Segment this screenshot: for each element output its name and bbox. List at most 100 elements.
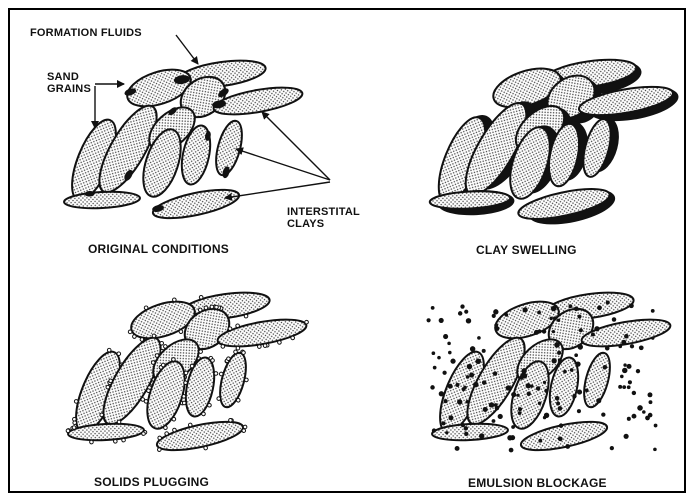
- solid-particle: [144, 306, 149, 311]
- solid-particle: [165, 431, 169, 435]
- solid-particle: [277, 340, 281, 344]
- solid-particle: [183, 381, 187, 385]
- solid-particle: [219, 372, 223, 376]
- emulsion-droplet: [494, 323, 498, 327]
- emulsion-droplet: [575, 361, 580, 366]
- emulsion-droplet: [618, 385, 622, 389]
- solid-particle: [236, 346, 240, 350]
- emulsion-droplet: [649, 400, 653, 404]
- emulsion-droplet: [632, 391, 636, 395]
- emulsion-droplet: [632, 414, 637, 419]
- emulsion-droplet: [568, 304, 572, 308]
- emulsion-droplet: [448, 351, 452, 355]
- solid-particle: [204, 446, 208, 450]
- emulsion-droplet: [596, 398, 601, 403]
- emulsion-droplet: [460, 304, 464, 308]
- emulsion-droplet: [574, 353, 578, 357]
- emulsion-droplet: [648, 413, 653, 418]
- emulsion-droplet: [464, 426, 468, 430]
- emulsion-droplet: [522, 373, 528, 379]
- solid-particle: [199, 295, 203, 299]
- emulsion-droplet: [493, 371, 498, 376]
- emulsion-droplet: [465, 400, 469, 404]
- emulsion-droplet: [556, 402, 560, 406]
- solid-particle: [214, 371, 218, 375]
- emulsion-droplet: [594, 326, 599, 331]
- emulsion-droplet: [542, 329, 546, 333]
- emulsion-droplet: [558, 358, 562, 362]
- emulsion-droplet: [578, 344, 583, 349]
- solid-particle: [190, 364, 194, 368]
- solid-particle: [233, 350, 237, 354]
- sand-grain: [578, 113, 624, 181]
- caption-solids-plugging: SOLIDS PLUGGING: [94, 475, 209, 489]
- emulsion-droplet: [518, 411, 522, 415]
- caption-emulsion-blockage: EMULSION BLOCKAGE: [468, 476, 607, 490]
- emulsion-droplet: [523, 307, 528, 312]
- solid-particle: [158, 436, 162, 440]
- emulsion-droplet: [577, 409, 581, 413]
- emulsion-droplet: [563, 370, 567, 374]
- emulsion-droplet: [442, 421, 446, 425]
- emulsion-droplet: [442, 371, 446, 375]
- solid-particle: [184, 371, 189, 376]
- solid-particle: [236, 398, 240, 402]
- emulsion-droplet: [642, 410, 646, 414]
- emulsion-droplet: [507, 435, 512, 440]
- emulsion-droplet: [470, 346, 475, 351]
- emulsion-droplet: [606, 300, 610, 304]
- solid-particle: [228, 327, 232, 331]
- emulsion-droplet: [636, 369, 640, 373]
- emulsion-droplet: [437, 356, 441, 360]
- emulsion-droplet: [629, 303, 634, 308]
- panel-swell: [429, 54, 681, 233]
- emulsion-droplet: [449, 415, 454, 420]
- emulsion-droplet: [603, 365, 608, 370]
- emulsion-droplet: [537, 329, 541, 333]
- solid-particle: [113, 439, 117, 443]
- solid-particle: [172, 428, 176, 432]
- emulsion-droplet: [597, 305, 602, 310]
- emulsion-droplet: [457, 399, 462, 404]
- emulsion-droplet: [651, 309, 655, 313]
- emulsion-droplet: [628, 380, 632, 384]
- emulsion-droplet: [506, 385, 511, 390]
- solid-particle: [132, 334, 137, 339]
- emulsion-droplet: [552, 330, 555, 333]
- emulsion-droplet: [489, 402, 494, 407]
- emulsion-droplet: [473, 382, 479, 388]
- solid-particle: [207, 403, 211, 407]
- emulsion-droplet: [577, 314, 581, 318]
- interstitial-clays-pointer-1: [262, 112, 330, 180]
- emulsion-droplet: [509, 448, 514, 453]
- emulsion-droplet: [538, 401, 542, 405]
- solid-particle: [171, 357, 176, 362]
- emulsion-droplet: [537, 311, 541, 315]
- emulsion-droplet: [565, 444, 570, 449]
- emulsion-droplet: [551, 358, 556, 363]
- solid-particle: [226, 357, 230, 361]
- solid-particle: [157, 447, 161, 451]
- solid-particle: [172, 417, 177, 422]
- sand-grains-label: SAND GRAINS: [47, 71, 91, 95]
- emulsion-droplet: [621, 340, 626, 345]
- emulsion-droplet: [574, 306, 579, 311]
- emulsion-droplet: [558, 406, 563, 411]
- emulsion-droplet: [475, 359, 481, 365]
- emulsion-droplet: [544, 389, 548, 393]
- emulsion-droplet: [653, 448, 657, 452]
- solid-particle: [172, 298, 177, 303]
- emulsion-droplet: [654, 424, 658, 428]
- caption-original-conditions: ORIGINAL CONDITIONS: [88, 242, 229, 256]
- solid-particle: [163, 425, 168, 430]
- emulsion-droplet: [433, 366, 437, 370]
- emulsion-droplet: [445, 431, 448, 434]
- emulsion-droplet: [493, 309, 498, 314]
- emulsion-droplet: [448, 384, 453, 389]
- emulsion-droplet: [627, 364, 632, 369]
- emulsion-droplet: [601, 412, 605, 416]
- solid-particle: [182, 401, 186, 405]
- solid-particle: [142, 432, 146, 436]
- emulsion-droplet: [443, 334, 448, 339]
- emulsion-droplet: [495, 406, 499, 410]
